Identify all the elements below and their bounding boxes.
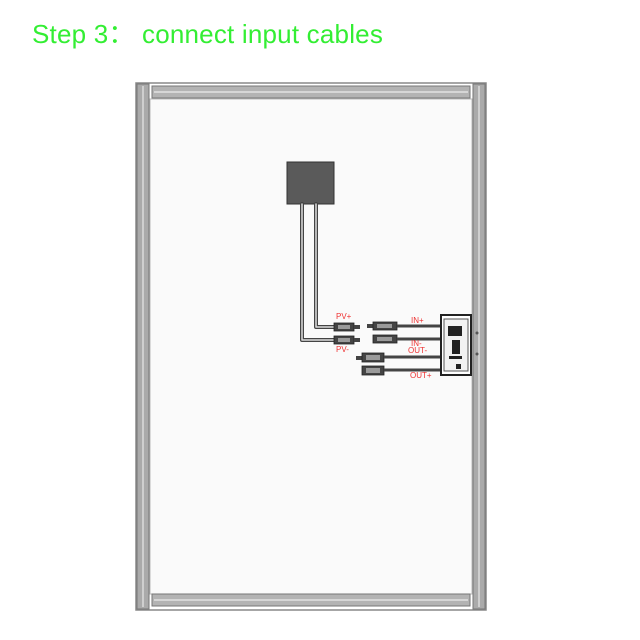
label-pv-plus: PV+ [336,312,352,321]
junction-box [286,161,335,205]
in-connectors [367,321,441,344]
label-out-plus: OUT+ [410,371,432,380]
label-pv-minus: PV- [336,345,349,354]
controller-box [440,314,479,376]
pv-connectors [333,322,360,345]
pv-cables [300,202,336,342]
connector-labels: PV+ PV- IN+ IN- OUT- OUT+ [336,312,432,380]
label-out-minus: OUT- [408,346,427,355]
out-connectors [356,352,441,376]
label-in-minus: IN- [411,339,422,348]
label-in-plus: IN+ [411,316,424,325]
step-title: Step 3： connect input cables [32,19,384,49]
